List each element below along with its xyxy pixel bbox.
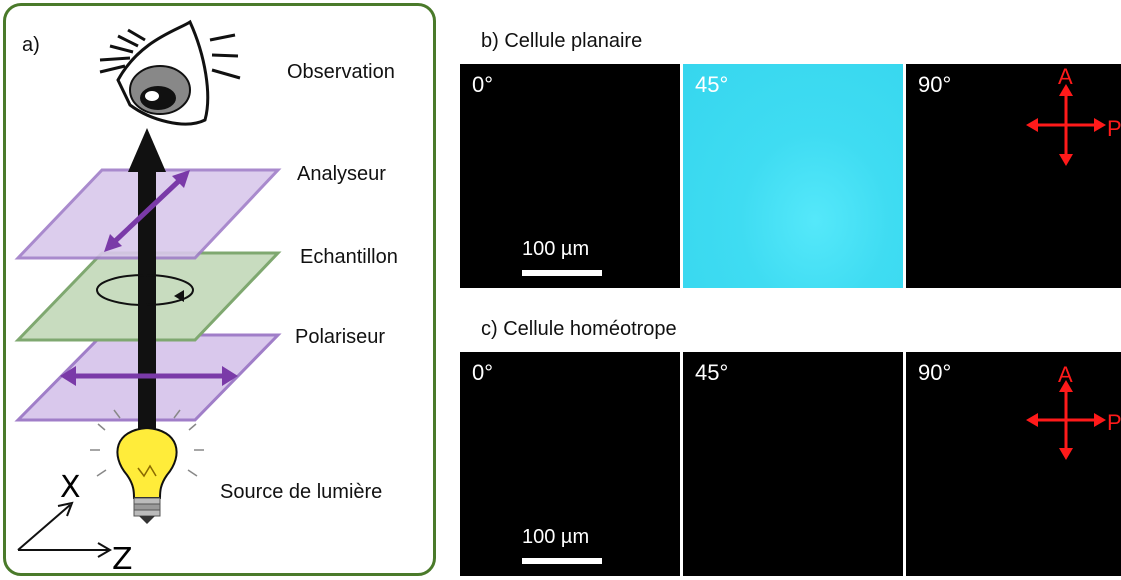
scale-bar <box>522 270 602 276</box>
scale-bar-label: 100 µm <box>522 238 590 260</box>
planar-image-45: 45° <box>683 64 903 288</box>
angle-label: 90° <box>918 72 952 97</box>
polarization-arrows-icon <box>1026 84 1106 166</box>
angle-label: 0° <box>472 360 494 385</box>
sample-label: Echantillon <box>300 246 398 268</box>
setup-diagram <box>14 19 282 558</box>
panel-a-frame <box>3 3 436 576</box>
angle-label: 0° <box>472 72 494 97</box>
polarization-arrows-icon <box>1026 380 1106 460</box>
homeotropic-image-45: 45° <box>683 352 903 576</box>
panel-c-title: c) Cellule homéotrope <box>481 318 677 340</box>
analyser-direction-label: A <box>1058 64 1073 89</box>
panel-a-letter: a) <box>22 34 40 56</box>
analyser-axis-arrow <box>110 176 184 246</box>
observation-label: Observation <box>287 61 395 83</box>
z-axis-label: Z <box>112 542 133 577</box>
polariser-label: Polariseur <box>295 326 386 348</box>
angle-label: 90° <box>918 360 952 385</box>
x-axis-label: X <box>60 470 81 505</box>
light-bulb-icon <box>90 409 204 524</box>
source-label: Source de lumière <box>220 481 383 503</box>
homeotropic-image-90: 90° <box>906 352 1121 576</box>
planar-image-0: 0° 100 µm <box>460 64 680 288</box>
homeotropic-image-0: 0° 100 µm <box>460 352 680 576</box>
scale-bar <box>522 558 602 564</box>
rotation-circle <box>96 274 194 306</box>
eye-icon <box>99 19 241 126</box>
analyser-label: Analyseur <box>297 163 386 185</box>
beam-arrowhead <box>128 128 166 172</box>
analyser-direction-label: A <box>1058 362 1073 387</box>
polariser-direction-label: P <box>1107 116 1121 141</box>
panel-b-title: b) Cellule planaire <box>481 30 643 52</box>
planar-image-90: 90° <box>906 64 1121 288</box>
angle-label: 45° <box>695 360 729 385</box>
angle-label: 45° <box>695 72 729 97</box>
scale-bar-label: 100 µm <box>522 526 590 548</box>
polariser-direction-label: P <box>1107 410 1121 435</box>
coordinate-axes <box>17 501 112 558</box>
